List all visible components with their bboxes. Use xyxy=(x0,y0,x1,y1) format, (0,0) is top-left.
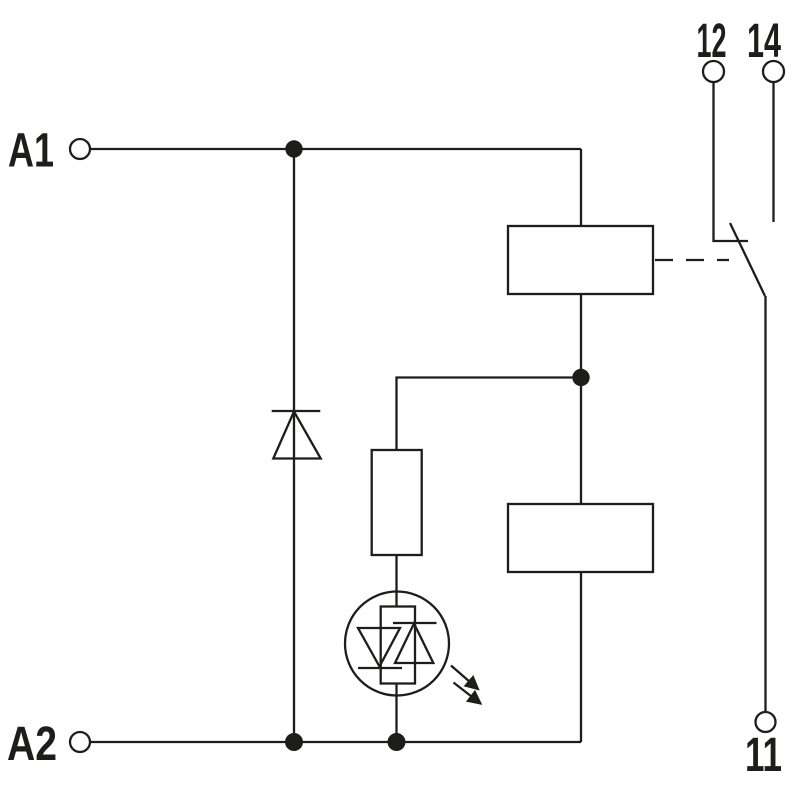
terminal-14-label: 14 xyxy=(747,15,781,68)
contact-blade xyxy=(728,222,767,297)
terminal-14-circle xyxy=(761,59,786,84)
terminal-a1-label: A1 xyxy=(8,125,54,178)
relay-coil-1-box xyxy=(506,224,655,296)
junction-dot-a2-diode xyxy=(285,733,303,751)
led-circle xyxy=(343,590,451,697)
terminal-12-label: 12 xyxy=(697,15,727,68)
terminal-11-circle xyxy=(754,710,777,734)
relay-coil-2-box xyxy=(506,502,655,574)
changeover-contact-symbol xyxy=(712,82,775,712)
terminal-12-circle xyxy=(701,59,726,84)
terminal-11-label: 11 xyxy=(745,729,782,782)
wire-terminal-12 xyxy=(712,82,748,243)
terminal-a1-circle xyxy=(68,137,92,161)
wire-led-branch xyxy=(395,376,581,742)
led-emission-arrow-2 xyxy=(452,681,483,705)
junction-dot-led-branch xyxy=(572,368,590,387)
junction-dot-a2-led xyxy=(387,733,406,751)
indicator-led-symbol xyxy=(343,590,483,705)
led-inner-box xyxy=(379,605,417,685)
freewheeling-diode-symbol xyxy=(271,408,323,460)
diode-triangle xyxy=(271,408,323,460)
terminal-a2-circle xyxy=(68,730,92,754)
terminal-a2-label: A2 xyxy=(7,718,57,771)
resistor-symbol xyxy=(370,448,423,557)
led-emission-arrow-1 xyxy=(450,664,480,691)
led-diode-right-triangle xyxy=(393,620,436,665)
junction-dot-a1-diode xyxy=(285,140,303,158)
led-diode-left-triangle xyxy=(356,626,402,669)
